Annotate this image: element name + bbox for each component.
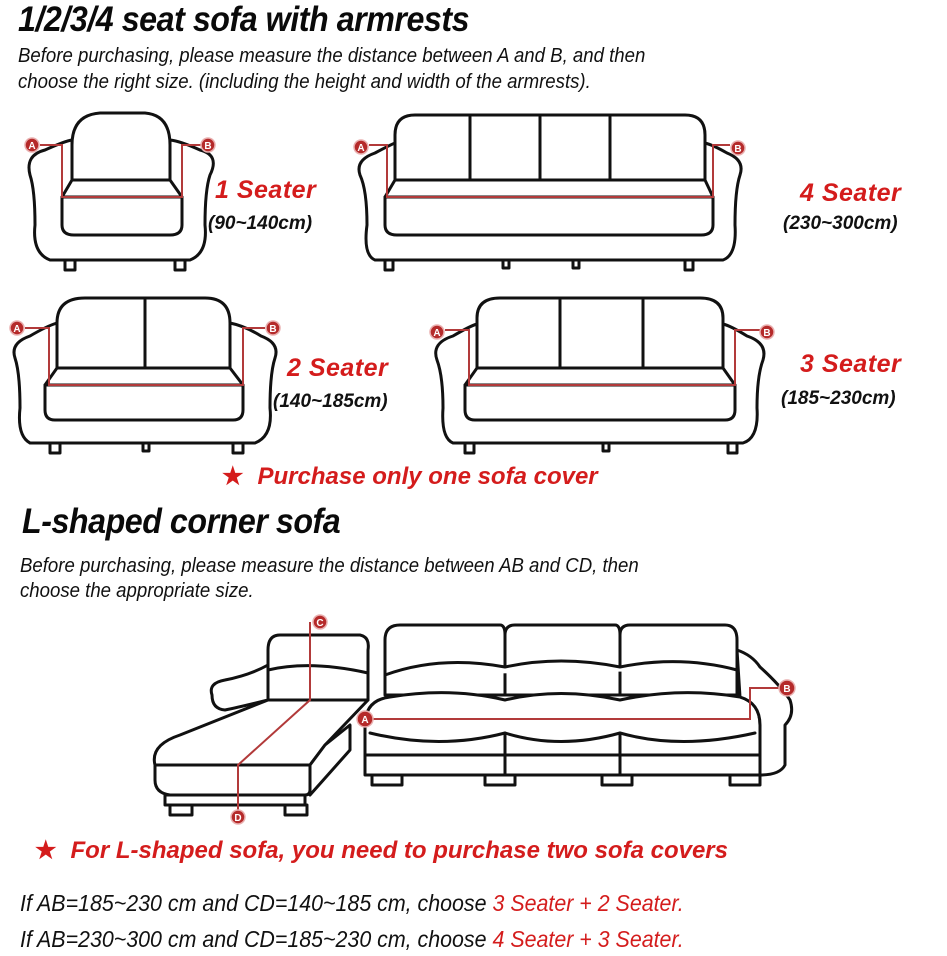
- marker-c-label: C: [316, 618, 323, 629]
- purchase-two-covers-note: ★ For L-shaped sofa, you need to purchase…: [35, 836, 728, 865]
- section-title-armrest-sofas: 1/2/3/4 seat sofa with armrests: [18, 0, 470, 39]
- star-icon: ★: [35, 837, 57, 864]
- three-seater-range: (185~230cm): [781, 388, 896, 409]
- l-sofa-instructions-line-1: Before purchasing, please measure the di…: [20, 555, 639, 577]
- two-seater-range: (140~185cm): [273, 391, 388, 412]
- two-seater-sofa-illustration: A B: [9, 296, 281, 455]
- size-rule-1-condition: If AB=185~230 cm and CD=140~185 cm, choo…: [20, 890, 493, 916]
- marker-a-label: A: [28, 141, 35, 152]
- marker-a-label: A: [433, 328, 440, 339]
- three-seater-label: 3 Seater: [800, 350, 902, 378]
- marker-a-label: A: [13, 324, 20, 335]
- instructions-line-2: choose the right size. (including the he…: [18, 71, 591, 93]
- marker-b-label: B: [204, 141, 211, 152]
- marker-a-label: A: [357, 143, 364, 154]
- size-rule-2-choice: 4 Seater + 3 Seater.: [492, 926, 684, 952]
- marker-b-label: B: [269, 324, 276, 335]
- size-rule-1: If AB=185~230 cm and CD=140~185 cm, choo…: [20, 890, 684, 917]
- four-seater-label: 4 Seater: [800, 179, 902, 207]
- l-sofa-instructions-line-2: choose the appropriate size.: [20, 580, 254, 602]
- purchase-two-covers-text: For L-shaped sofa, you need to purchase …: [70, 837, 728, 864]
- marker-b-label: B: [763, 328, 770, 339]
- size-rule-1-choice: 3 Seater + 2 Seater.: [492, 890, 684, 916]
- four-seater-range: (230~300cm): [783, 213, 898, 234]
- one-seater-label: 1 Seater: [215, 176, 317, 204]
- purchase-one-cover-text: Purchase only one sofa cover: [257, 463, 598, 490]
- purchase-one-cover-note: ★ Purchase only one sofa cover: [222, 462, 598, 491]
- marker-d-label: D: [234, 813, 241, 824]
- one-seater-range: (90~140cm): [208, 213, 313, 234]
- star-icon: ★: [222, 463, 244, 490]
- l-shaped-sofa-illustration: C D A B: [152, 614, 796, 825]
- size-rule-2-condition: If AB=230~300 cm and CD=185~230 cm, choo…: [20, 926, 493, 952]
- four-seater-sofa-illustration: A B: [353, 113, 746, 272]
- one-seater-sofa-illustration: A B: [24, 111, 216, 272]
- two-seater-label: 2 Seater: [287, 354, 389, 382]
- marker-b-label: B: [783, 684, 790, 695]
- three-seater-sofa-illustration: A B: [429, 296, 775, 455]
- section-title-l-shaped-sofa: L-shaped corner sofa: [22, 502, 341, 541]
- marker-b-label: B: [734, 144, 741, 155]
- size-rule-2: If AB=230~300 cm and CD=185~230 cm, choo…: [20, 926, 684, 953]
- instructions-line-1: Before purchasing, please measure the di…: [18, 45, 646, 67]
- marker-a-label: A: [361, 715, 368, 726]
